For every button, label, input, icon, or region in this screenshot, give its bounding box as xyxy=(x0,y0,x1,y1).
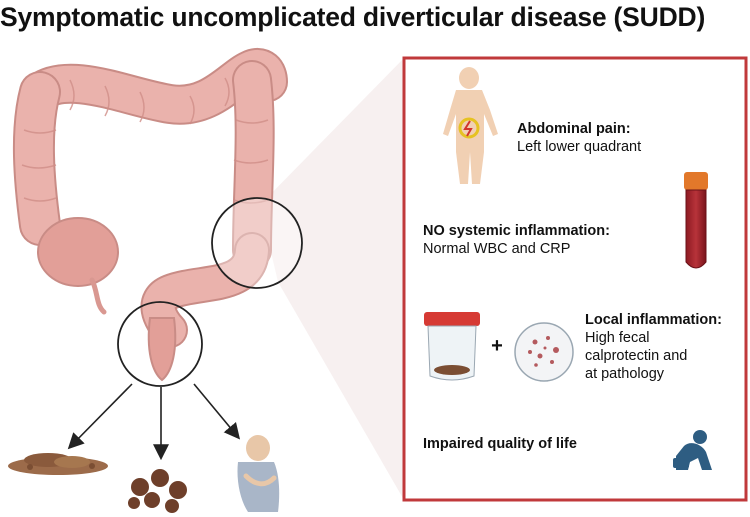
symptom-detail: High fecal xyxy=(585,330,650,346)
symptom-no-systemic-inflammation: NO systemic inflammation: Normal WBC and… xyxy=(423,222,610,258)
symptom-detail: at pathology xyxy=(585,366,665,382)
arrow-to-abdominal-discomfort xyxy=(193,383,241,440)
symptom-local-inflammation: Local inflammation: High fecal calprotec… xyxy=(585,311,722,383)
symptom-impaired-quality-of-life: Impaired quality of life xyxy=(423,435,577,453)
symptom-panel-border xyxy=(402,56,748,502)
abdominal-discomfort-person-icon xyxy=(237,435,280,512)
page-title: Symptomatic uncomplicated diverticular d… xyxy=(0,2,706,32)
symptom-heading: Local inflammation: xyxy=(585,312,722,328)
symptom-abdominal-pain: Abdominal pain: Left lower quadrant xyxy=(517,120,641,156)
symptom-heading: NO systemic inflammation: xyxy=(423,223,610,239)
blood-tube-icon xyxy=(684,172,708,269)
petri-dish-icon xyxy=(514,322,574,382)
plus-sign: + xyxy=(491,335,503,357)
symptom-heading: Abdominal pain: xyxy=(517,121,631,137)
loose-stool-icon xyxy=(8,453,108,475)
zoom-circle-rectum xyxy=(117,301,203,387)
human-body-pain-icon xyxy=(443,67,498,184)
symptom-detail: Normal WBC and CRP xyxy=(423,241,571,257)
arrow-to-loose-stool xyxy=(67,383,133,450)
zoom-wedge xyxy=(260,58,404,500)
stool-sample-jar-icon xyxy=(424,312,480,381)
distressed-person-icon xyxy=(673,430,712,470)
symptom-detail: calprotectin and xyxy=(585,348,688,364)
zoom-circle-sigmoid xyxy=(211,197,303,289)
symptom-detail: Left lower quadrant xyxy=(517,139,642,155)
colon-illustration xyxy=(12,48,288,382)
hard-stool-icon xyxy=(128,469,187,513)
symptom-heading: Impaired quality of life xyxy=(423,436,577,452)
